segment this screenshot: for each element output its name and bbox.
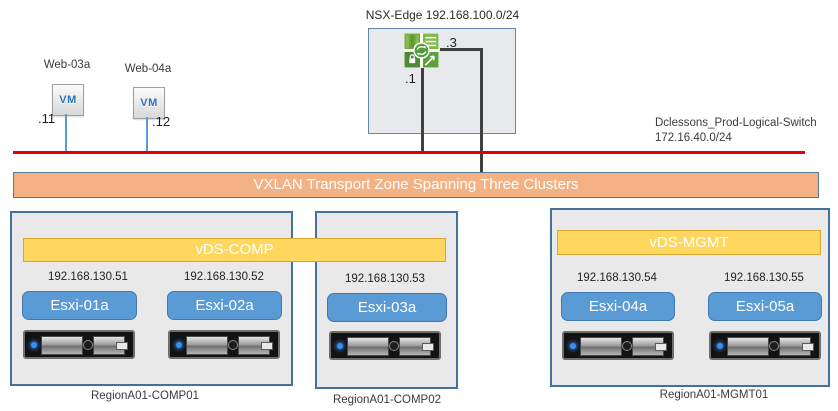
power-led-icon bbox=[31, 342, 37, 348]
power-led-icon bbox=[717, 343, 723, 349]
power-button-icon bbox=[228, 340, 238, 350]
port-icon bbox=[422, 343, 434, 351]
power-led-icon bbox=[176, 342, 182, 348]
logical-switch-name: Dclessons_Prod-Logical-Switch bbox=[655, 117, 817, 129]
server-icon bbox=[23, 330, 135, 359]
server-icon bbox=[168, 330, 280, 359]
logical-switch-line bbox=[13, 151, 805, 154]
cluster-label-mgmt01: RegionA01-MGMT01 bbox=[659, 389, 769, 401]
vm-uplink-line bbox=[65, 114, 67, 152]
power-button-icon bbox=[83, 340, 93, 350]
vds-mgmt-bar: vDS-MGMT bbox=[557, 230, 821, 255]
logical-switch-subnet: 172.16.40.0/24 bbox=[655, 132, 732, 144]
drive-bay-icon bbox=[41, 336, 83, 355]
drive-bay-icon bbox=[347, 337, 389, 356]
logical-switch-labels: Dclessons_Prod-Logical-Switch 172.16.40.… bbox=[655, 116, 817, 146]
vm-icon-text: VM bbox=[59, 94, 77, 106]
drive-bay-icon bbox=[580, 337, 622, 356]
nsx-edge-icon bbox=[404, 33, 439, 68]
host-ip-label: 192.168.130.52 bbox=[184, 271, 264, 283]
vm-icon-text: VM bbox=[140, 97, 158, 109]
host-ip-label: 192.168.130.54 bbox=[577, 272, 657, 284]
host-ip-label: 192.168.130.51 bbox=[48, 271, 128, 283]
vm-name-label: Web-04a bbox=[124, 63, 172, 75]
vm-ip-label: .12 bbox=[152, 114, 171, 129]
vm-ip-label: .11 bbox=[38, 111, 56, 126]
power-button-icon bbox=[769, 341, 779, 351]
vm-icon: VM bbox=[52, 84, 84, 116]
server-icon bbox=[562, 331, 674, 360]
port-icon bbox=[261, 342, 273, 350]
port-icon bbox=[802, 343, 814, 351]
power-button-icon bbox=[622, 341, 632, 351]
power-led-icon bbox=[570, 343, 576, 349]
esxi-host-button: Esxi-02a bbox=[167, 291, 282, 320]
vm-name-label: Web-03a bbox=[43, 59, 91, 71]
nsx-link-line-dot1 bbox=[421, 68, 424, 152]
vds-comp-bar: vDS-COMP bbox=[23, 238, 446, 262]
vxlan-transport-zone-bar: VXLAN Transport Zone Spanning Three Clus… bbox=[13, 172, 819, 198]
nsx-internal-ip-label: .1 bbox=[405, 71, 416, 86]
esxi-host-button: Esxi-03a bbox=[327, 293, 447, 322]
server-icon bbox=[709, 331, 821, 360]
nsx-edge-title: NSX-Edge 192.168.100.0/24 bbox=[365, 8, 520, 22]
host-ip-label: 192.168.130.53 bbox=[345, 273, 425, 285]
port-icon bbox=[116, 342, 128, 350]
port-icon bbox=[655, 343, 667, 351]
nsx-edge-box bbox=[368, 28, 516, 134]
esxi-host-button: Esxi-04a bbox=[561, 292, 675, 321]
power-button-icon bbox=[389, 341, 399, 351]
power-led-icon bbox=[337, 343, 343, 349]
cluster-label-comp02: RegionA01-COMP02 bbox=[332, 394, 442, 406]
drive-bay-icon bbox=[727, 337, 769, 356]
nsx-uplink-ip-label: .3 bbox=[446, 35, 457, 50]
drive-bay-icon bbox=[186, 336, 228, 355]
nsx-link-line-dot3-vertical bbox=[480, 48, 483, 174]
server-icon bbox=[329, 331, 441, 360]
cluster-label-comp01: RegionA01-COMP01 bbox=[90, 390, 200, 402]
esxi-host-button: Esxi-01a bbox=[22, 291, 137, 320]
vm-uplink-line bbox=[146, 117, 148, 152]
host-ip-label: 192.168.130.55 bbox=[724, 272, 804, 284]
vm-icon: VM bbox=[133, 87, 165, 119]
nsx-link-line-dot3-horizontal bbox=[440, 48, 482, 51]
esxi-host-button: Esxi-05a bbox=[708, 292, 822, 321]
